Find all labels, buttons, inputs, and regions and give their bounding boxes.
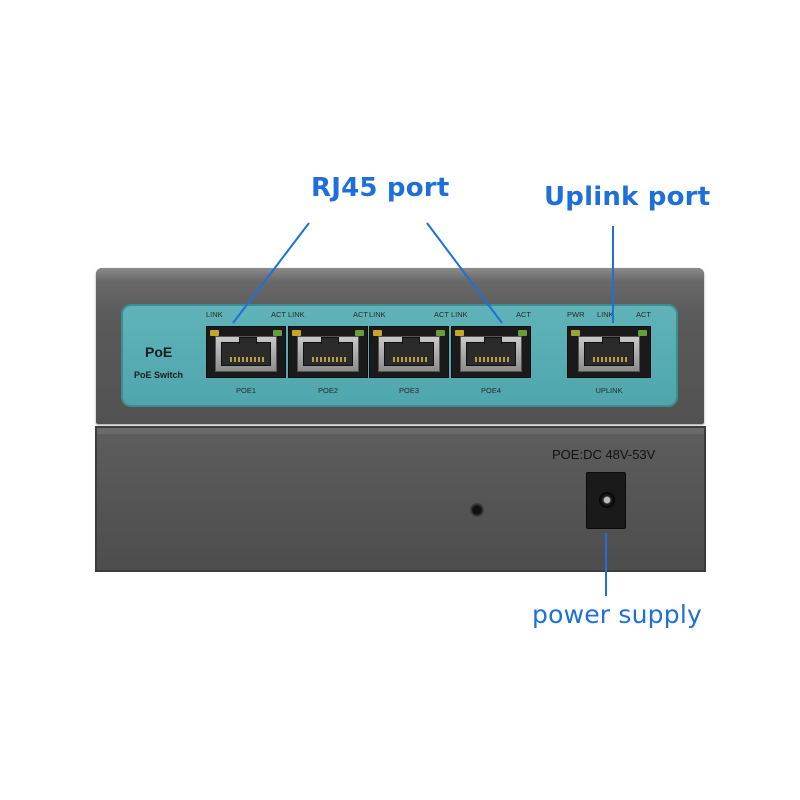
act-led <box>638 330 647 336</box>
rj45-port-callout: RJ45 port <box>311 173 450 203</box>
switch-front-panel: PoE PoE Switch LINK ACT POE1 LINK ACT <box>96 268 704 424</box>
link-led-label: LINK <box>288 310 305 319</box>
link-led-label: LINK <box>369 310 386 319</box>
link-led-label: LINK <box>451 310 468 319</box>
act-led-label: ACT <box>434 310 449 319</box>
act-led-label: ACT <box>516 310 531 319</box>
rj45-port-4[interactable] <box>451 326 531 378</box>
port-panel: PoE PoE Switch LINK ACT POE1 LINK ACT <box>121 304 678 407</box>
pwr-led <box>571 330 580 336</box>
port-name-label: POE2 <box>317 386 338 395</box>
link-led-label: LINK <box>206 310 223 319</box>
power-supply-callout: power supply <box>532 600 702 629</box>
link-led <box>292 330 301 336</box>
link-led-label: LINK <box>597 310 614 319</box>
uplink-port-callout: Uplink port <box>544 182 711 212</box>
port-name-label: POE4 <box>480 386 501 395</box>
act-led <box>273 330 282 336</box>
power-spec-label: POE:DC 48V-53V <box>552 447 656 462</box>
switch-rear-body: POE:DC 48V-53V <box>95 426 706 572</box>
uplink-port[interactable] <box>567 326 651 378</box>
port-name-label: POE3 <box>398 386 419 395</box>
rj45-port-3[interactable] <box>369 326 449 378</box>
pwr-led-label: PWR <box>567 310 585 319</box>
link-led <box>210 330 219 336</box>
rj45-port-2[interactable] <box>288 326 368 378</box>
link-led <box>455 330 464 336</box>
brand-label: PoE <box>145 344 173 360</box>
dc-power-jack[interactable] <box>586 472 626 529</box>
port-name-label: POE1 <box>235 386 256 395</box>
act-led <box>518 330 527 336</box>
act-led-label: ACT <box>636 310 651 319</box>
act-led-label: ACT <box>353 310 368 319</box>
rj45-port-1[interactable] <box>206 326 286 378</box>
uplink-name-label: UPLINK <box>595 386 623 395</box>
screw-hole <box>470 503 484 517</box>
act-led-label: ACT <box>271 310 286 319</box>
model-label: PoE Switch <box>134 370 184 380</box>
act-led <box>436 330 445 336</box>
act-led <box>355 330 364 336</box>
link-led <box>373 330 382 336</box>
